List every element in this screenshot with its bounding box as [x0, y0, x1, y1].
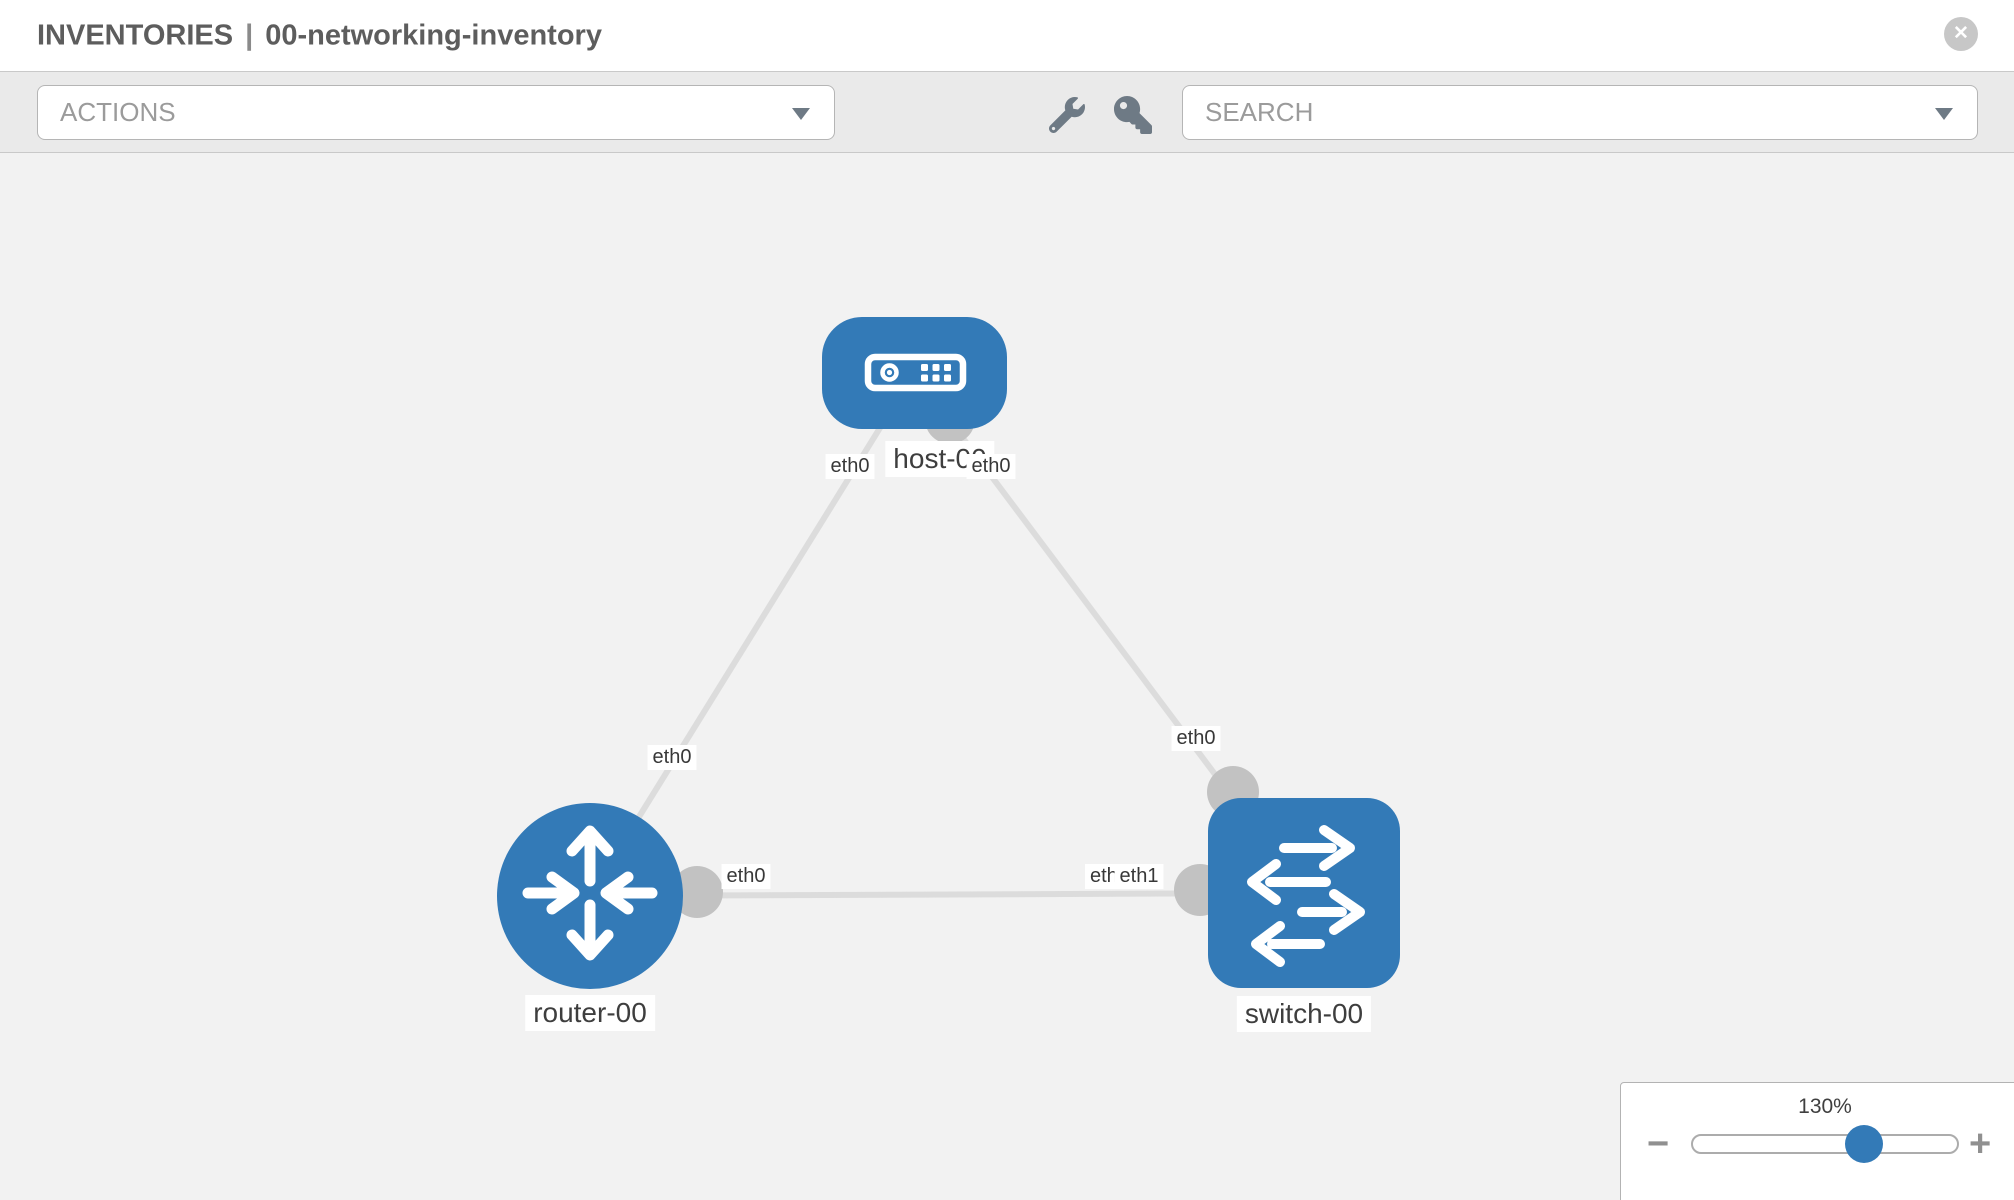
credentials-button[interactable]	[1114, 96, 1152, 134]
breadcrumb-separator: |	[245, 19, 254, 51]
if-label-switch-to-router: eth1	[1114, 864, 1164, 889]
header-bar: INVENTORIES | 00-networking-inventory ✕	[0, 0, 2014, 72]
if-label-switch-to-host: eth0	[1171, 726, 1221, 751]
chevron-down-icon	[1935, 107, 1953, 120]
zoom-in-button[interactable]: +	[1969, 1123, 1992, 1165]
if-label-router-to-host: eth0	[647, 745, 697, 770]
zoom-control-panel: 130% − +	[1620, 1082, 2014, 1200]
search-dropdown[interactable]: SEARCH	[1182, 85, 1978, 140]
zoom-slider-track[interactable]	[1691, 1134, 1959, 1154]
endpoint-router	[671, 866, 723, 918]
if-label-host-to-switch: eth0	[966, 454, 1016, 479]
key-icon	[1114, 96, 1152, 134]
breadcrumb-section: INVENTORIES	[37, 19, 234, 51]
zoom-level-value: 130%	[1798, 1095, 1852, 1118]
if-label-host-to-router: eth0	[825, 454, 875, 479]
node-host[interactable]	[822, 317, 1007, 429]
chevron-down-icon	[792, 107, 810, 120]
host-icon	[864, 353, 967, 392]
if-label-router-to-switch: eth0	[721, 864, 771, 889]
zoom-out-button[interactable]: −	[1647, 1123, 1670, 1165]
configure-button[interactable]	[1048, 97, 1085, 134]
toolbar: ACTIONS SEARCH	[0, 72, 2014, 153]
page-title: INVENTORIES | 00-networking-inventory	[37, 19, 602, 52]
wrench-icon	[1048, 97, 1085, 134]
zoom-slider-thumb[interactable]	[1845, 1125, 1883, 1163]
search-dropdown-label: SEARCH	[1205, 97, 1314, 127]
switch-icon	[1247, 825, 1365, 967]
node-router[interactable]	[497, 803, 683, 989]
actions-dropdown-label: ACTIONS	[60, 97, 176, 127]
close-button[interactable]: ✕	[1944, 17, 1978, 51]
node-label-switch: switch-00	[1236, 996, 1372, 1032]
breadcrumb-inventory-name: 00-networking-inventory	[265, 19, 602, 51]
node-switch[interactable]	[1208, 798, 1400, 988]
close-icon: ✕	[1953, 23, 1969, 44]
node-label-router: router-00	[525, 995, 655, 1031]
actions-dropdown[interactable]: ACTIONS	[37, 85, 835, 140]
topology-canvas[interactable]: host-00 router-00 switch-00 eth0 eth0 et…	[0, 153, 2014, 1200]
router-icon	[522, 825, 658, 961]
